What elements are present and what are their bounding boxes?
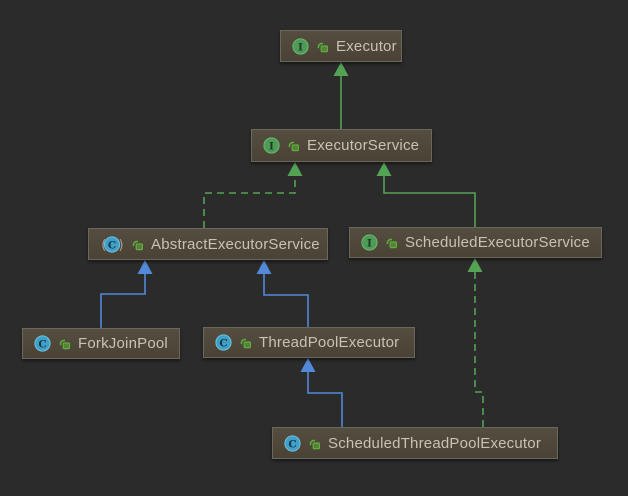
edge-line [383,176,476,227]
interface-icon: I [292,37,309,55]
edge-line [100,274,146,328]
inheritance-arrowhead [256,260,272,274]
interface-icon: I [361,234,378,251]
class-node-scheduled-executor-service[interactable]: I ScheduledExecutorService [349,227,602,258]
inheritance-arrowhead [333,62,349,76]
inheritance-arrowhead [300,358,316,372]
edge-scheduled-executor-service-to-executor-service[interactable] [376,162,476,227]
edge-line [474,272,484,427]
edge-line [263,274,309,327]
class-icon: C [215,334,232,351]
svg-text:C: C [108,239,116,251]
svg-text:I: I [298,41,303,53]
class-node-fork-join-pool[interactable]: C ForkJoinPool [22,328,180,359]
svg-text:I: I [367,237,372,249]
inheritance-arrowhead [137,260,153,274]
edge-scheduled-thread-pool-executor-to-thread-pool-executor[interactable] [300,358,343,427]
abstract-class-icon: ()C [100,235,124,253]
class-name-label: AbstractExecutorService [151,235,320,253]
class-name-label: ThreadPoolExecutor [259,334,400,351]
class-node-executor[interactable]: I Executor [280,30,402,62]
class-name-label: ScheduledExecutorService [405,234,590,251]
class-name-label: Executor [336,37,397,55]
class-name-label: ExecutorService [307,137,420,154]
class-node-thread-pool-executor[interactable]: C ThreadPoolExecutor [203,327,415,358]
class-node-executor-service[interactable]: I ExecutorService [251,129,432,162]
class-icon: C [284,434,301,452]
svg-text:I: I [269,140,274,152]
class-node-scheduled-thread-pool-executor[interactable]: C ScheduledThreadPoolExecutor [272,427,558,459]
svg-text:(: ( [101,238,106,253]
public-visibility-icon [239,336,252,349]
inheritance-arrowhead [467,258,483,272]
edge-fork-join-pool-to-abstract-executor-service[interactable] [100,260,153,328]
svg-text:): ) [119,238,124,253]
public-visibility-icon [58,337,71,350]
class-node-abstract-executor-service[interactable]: ()C AbstractExecutorService [88,228,328,260]
inheritance-arrowhead [376,162,392,176]
public-visibility-icon [287,139,300,152]
svg-text:C: C [219,337,227,349]
edge-abstract-executor-service-to-executor-service[interactable] [203,162,303,228]
edge-line [307,372,343,427]
interface-icon: I [263,137,280,154]
inheritance-arrowhead [287,162,303,176]
class-name-label: ForkJoinPool [78,335,168,352]
edge-line [203,176,296,228]
edge-thread-pool-executor-to-abstract-executor-service[interactable] [256,260,309,327]
public-visibility-icon [308,437,321,450]
svg-text:C: C [38,338,46,350]
edge-scheduled-thread-pool-executor-to-scheduled-executor-service[interactable] [467,258,484,427]
class-name-label: ScheduledThreadPoolExecutor [328,434,542,452]
svg-text:C: C [288,438,296,450]
public-visibility-icon [131,238,144,251]
public-visibility-icon [385,236,398,249]
class-icon: C [34,335,51,352]
public-visibility-icon [316,40,329,53]
edge-executor-service-to-executor[interactable] [333,62,349,129]
